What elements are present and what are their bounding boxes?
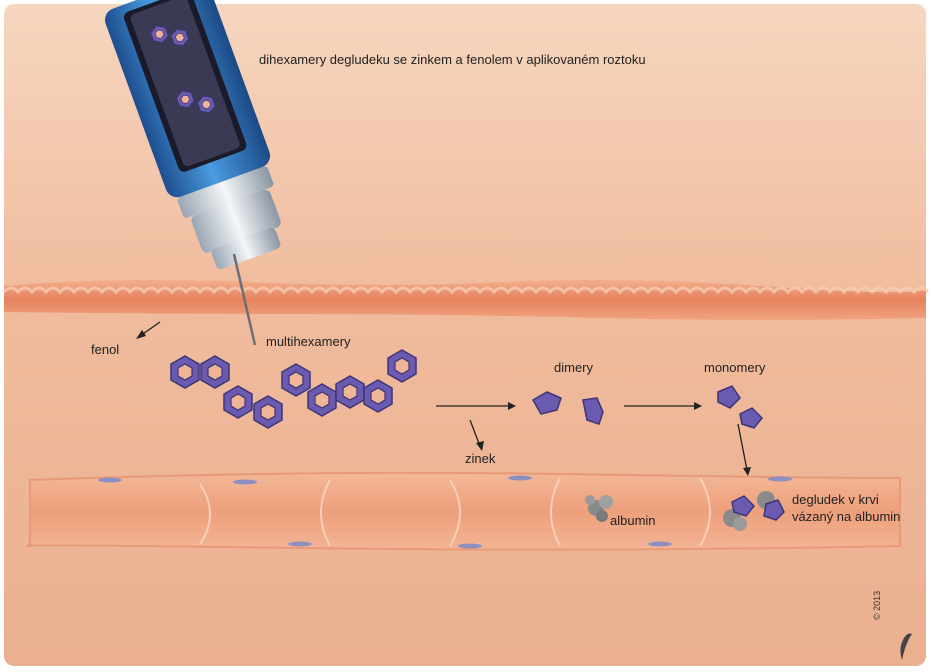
- albumin-label: albumin: [610, 513, 656, 528]
- copyright-label: © 2013: [872, 590, 882, 620]
- multihexamers-label: multihexamery: [266, 334, 351, 349]
- dimer-molecule: [531, 391, 604, 425]
- insulin-pen-icon: [105, 0, 281, 270]
- albumin-icon: [585, 495, 613, 522]
- artist-signature: [900, 633, 912, 660]
- bound-degludek: [723, 491, 785, 531]
- needle-icon: [232, 253, 257, 346]
- bound-label-line2: vázaný na albumin: [792, 509, 901, 524]
- monomer-molecule: [717, 385, 764, 429]
- zinc-label: zinek: [465, 451, 496, 466]
- solution-label: dihexamery degludeku se zinkem a fenolem…: [259, 52, 646, 67]
- process-arrows: [136, 321, 751, 476]
- monomers-label: monomery: [704, 360, 766, 375]
- bound-label-line1: degludek v krvi: [792, 492, 879, 507]
- blood-vessel: [26, 471, 901, 551]
- bound-albumin-label: degludek v krvi vázaný na albumin: [792, 491, 900, 525]
- skin-band-wave: [2, 286, 930, 295]
- dimers-label: dimery: [554, 360, 594, 375]
- skin-band: [4, 279, 926, 320]
- fenol-label: fenol: [91, 342, 120, 357]
